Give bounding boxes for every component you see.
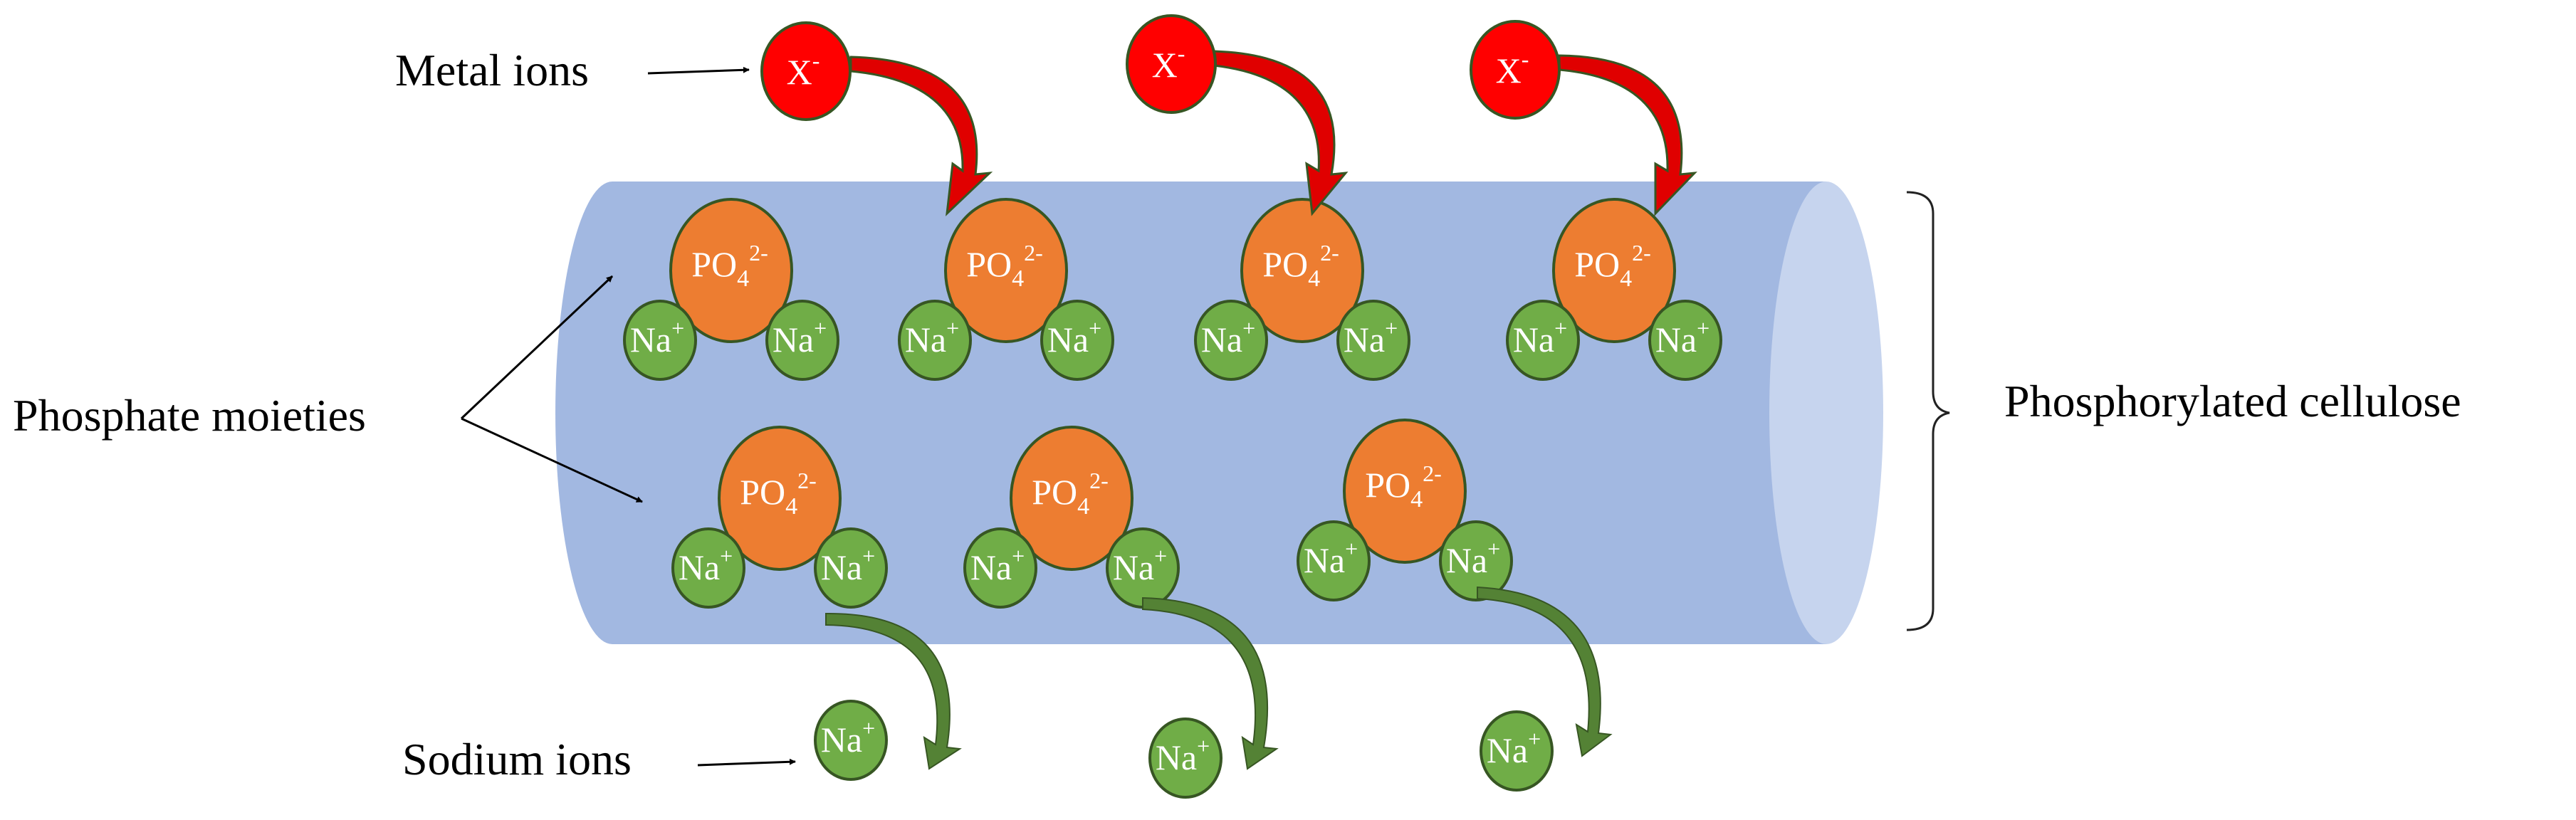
- metal-ion-arrow: [1558, 54, 1697, 216]
- phosphate-moieties-label: Phosphate moieties: [13, 390, 366, 441]
- phosphate-ion-label: PO42-: [1262, 240, 1339, 292]
- sodium-ion-label: Na+: [679, 543, 733, 587]
- metal-ion: X-: [1126, 14, 1217, 114]
- sodium-ion: Na+: [671, 527, 745, 609]
- sodium-ion-label: Na+: [1201, 315, 1255, 359]
- sodium-ion: Na+: [623, 300, 697, 381]
- sodium-ion: Na+: [1648, 300, 1722, 381]
- phosphate-arrow-lower: [461, 417, 643, 503]
- sodium-ion-label: Na+: [773, 315, 827, 359]
- sodium-ion: Na+: [765, 300, 839, 381]
- phosphate-groups: PO42-Na+Na+PO42-Na+Na+PO42-Na+Na+PO42-Na…: [623, 198, 1722, 609]
- sodium-ion-label: Na+: [1487, 726, 1541, 770]
- sodium-ion-label: Na+: [1344, 315, 1398, 359]
- phosphate-moiety: PO42-Na+ Na+: [1506, 198, 1722, 381]
- cellulose-cylinder: [555, 182, 1883, 644]
- sodium-ion-label: Na+: [630, 315, 684, 359]
- sodium-ion-label: Na+: [1446, 536, 1500, 580]
- cylinder-body: [555, 182, 1826, 644]
- sodium-ion-label: Na+: [1655, 315, 1710, 359]
- phosphate-moiety: PO42-Na+ Na+: [623, 198, 839, 381]
- sodium-ion-label: Na+: [1113, 543, 1167, 587]
- phosphate-moiety: PO42-Na+ Na+: [1297, 419, 1513, 601]
- sodium-release-arrow: [825, 612, 962, 770]
- phosphate-ion-label: PO42-: [740, 468, 817, 520]
- released-sodium-ion: Na+: [1148, 718, 1222, 799]
- cylinder-end-face: [1769, 182, 1883, 644]
- metal-ion-arrow: [1213, 50, 1349, 216]
- phosphate-ion-label: PO42-: [1365, 461, 1442, 512]
- sodium-ion: Na+: [1336, 300, 1410, 381]
- sodium-release-arrow: [1477, 586, 1613, 757]
- cellulose-bracket: [1906, 191, 1950, 631]
- metal-ion-label: X-: [787, 48, 820, 92]
- sodium-ion-label: Na+: [821, 715, 875, 759]
- sodium-ions-arrow: [697, 758, 796, 767]
- sodium-ion: Na+: [1297, 520, 1371, 601]
- sodium-ion: Na+: [898, 300, 972, 381]
- phosphate-moiety: PO42-Na+ Na+: [1194, 198, 1410, 381]
- label-arrows: [460, 66, 796, 767]
- released-sodium-ion: Na+: [814, 700, 888, 781]
- phosphorylated-cellulose-label: Phosphorylated cellulose: [2004, 376, 2461, 426]
- sodium-ion-label: Na+: [905, 315, 959, 359]
- sodium-ion-label: Na+: [1513, 315, 1567, 359]
- sodium-ion: Na+: [814, 527, 888, 609]
- metal-ion-arrow: [849, 56, 993, 216]
- sodium-ion-label: Na+: [821, 543, 875, 587]
- phosphate-ion-label: PO42-: [1032, 468, 1109, 520]
- sodium-ion-label: Na+: [1304, 536, 1358, 580]
- sodium-ion-label: Na+: [1047, 315, 1101, 359]
- sodium-ion: Na+: [1194, 300, 1268, 381]
- sodium-ion: Na+: [1040, 300, 1114, 381]
- sodium-ion-label: Na+: [970, 543, 1025, 587]
- sodium-release-arrow: [1142, 596, 1279, 770]
- metal-ion-arrows: [849, 50, 1697, 216]
- metal-ions: X- X- X-: [760, 14, 1561, 121]
- sodium-release-arrows: [825, 586, 1613, 770]
- metal-ion: X-: [760, 21, 852, 121]
- phosphate-moiety: PO42-Na+ Na+: [963, 426, 1180, 609]
- sodium-ion: Na+: [1106, 527, 1180, 609]
- released-sodium-ion: Na+: [1480, 710, 1554, 792]
- metal-ion: X-: [1470, 20, 1561, 120]
- released-sodium-ions: Na+ Na+ Na+: [814, 700, 1554, 799]
- sodium-ion: Na+: [1506, 300, 1580, 381]
- phosphate-ion-label: PO42-: [966, 240, 1043, 292]
- metal-ions-arrow: [647, 66, 750, 75]
- metal-ion-label: X-: [1496, 46, 1529, 90]
- sodium-ion: Na+: [963, 527, 1037, 609]
- sodium-ions-label: Sodium ions: [402, 734, 632, 784]
- phosphate-ion-label: PO42-: [691, 240, 768, 292]
- sodium-ion: Na+: [1439, 520, 1513, 601]
- sodium-ion-label: Na+: [1156, 733, 1210, 777]
- metal-ion-label: X-: [1152, 41, 1185, 85]
- phosphate-moiety: PO42-Na+ Na+: [671, 426, 888, 609]
- phosphate-ion-label: PO42-: [1574, 240, 1651, 292]
- phosphate-arrow-upper: [460, 275, 614, 420]
- metal-ions-label: Metal ions: [395, 45, 589, 95]
- phosphate-moiety: PO42-Na+ Na+: [898, 198, 1114, 381]
